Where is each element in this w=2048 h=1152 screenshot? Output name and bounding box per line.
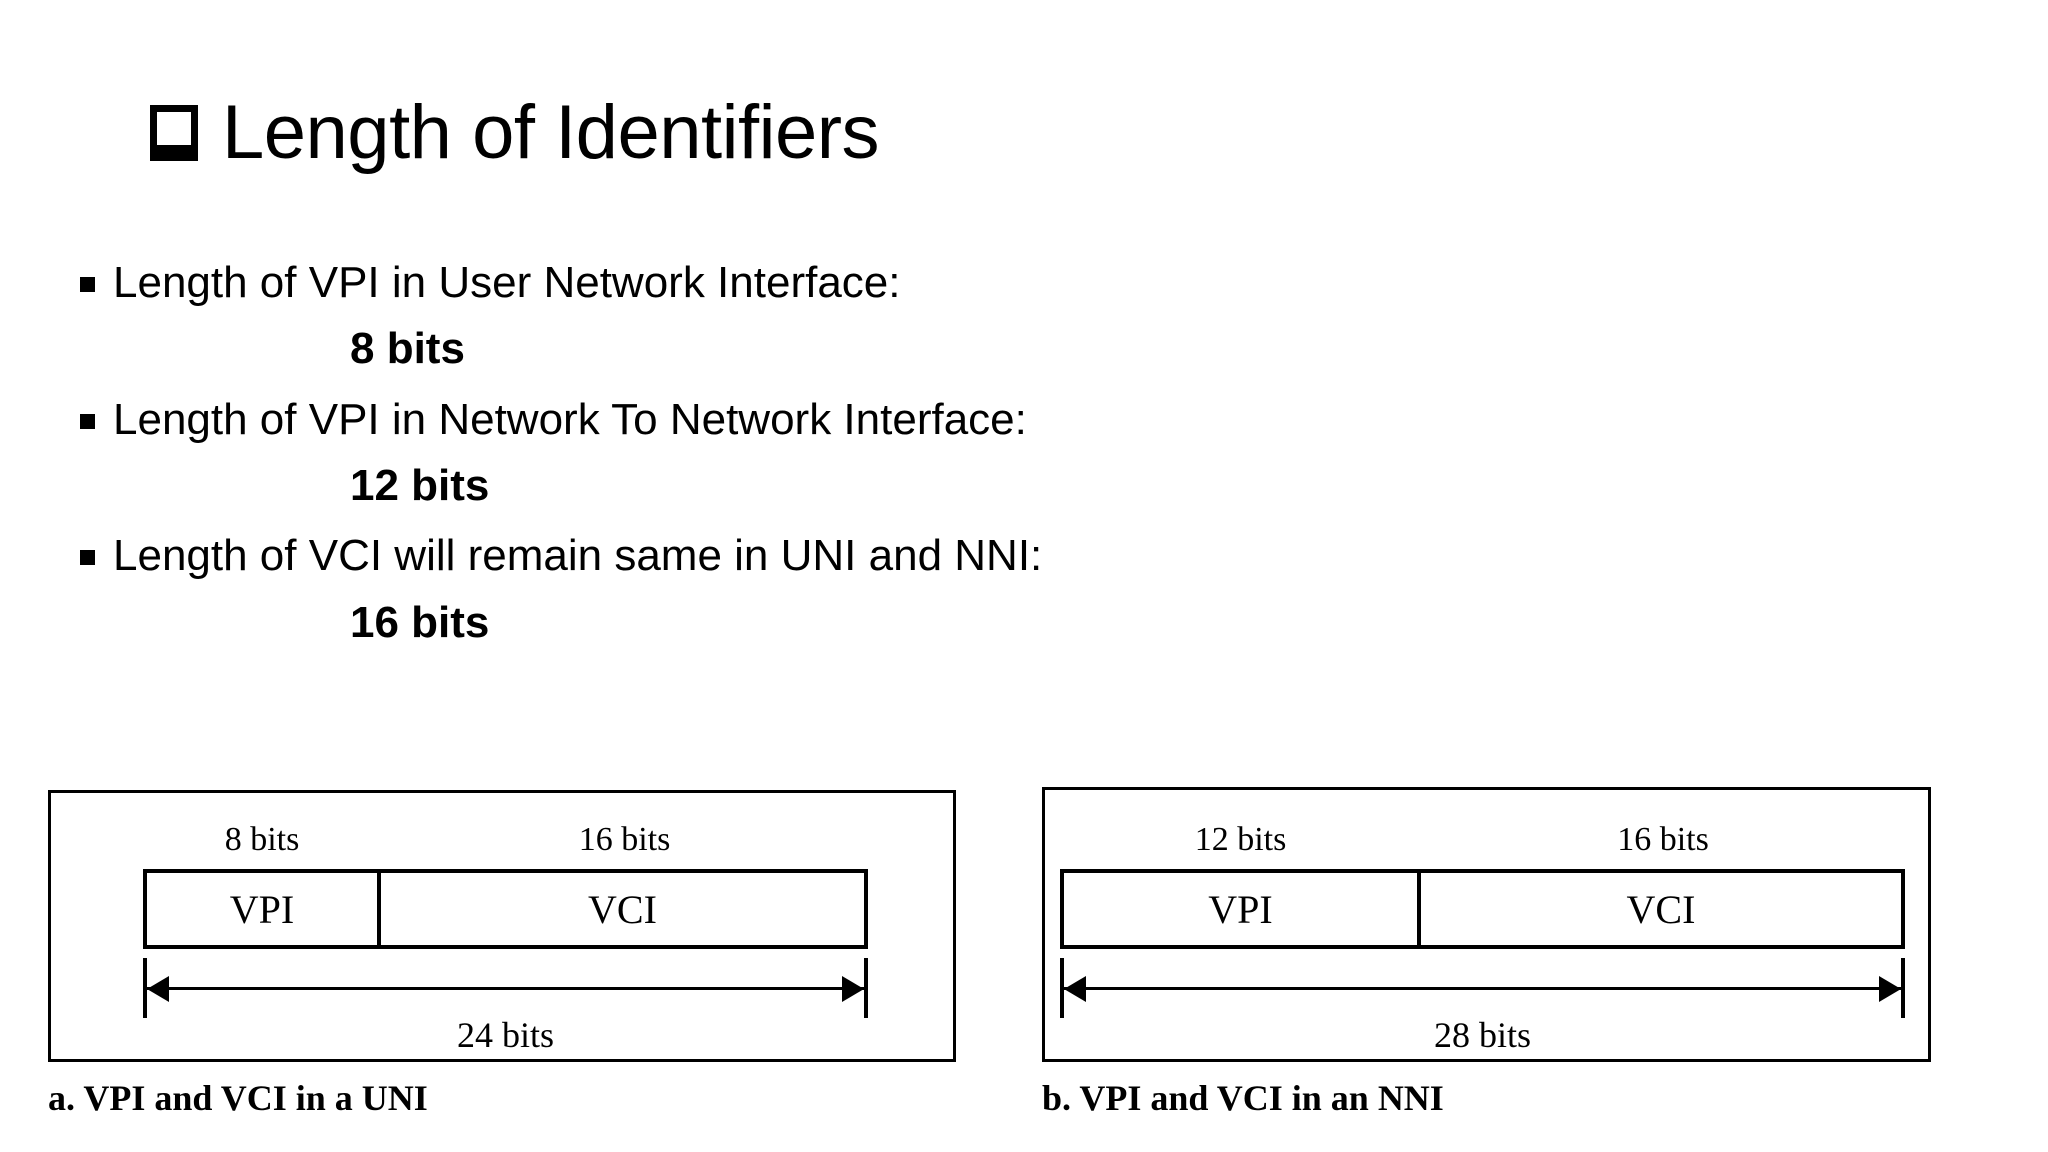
arrowhead-right-icon <box>842 976 864 1002</box>
dimension-tick-left <box>1060 958 1064 1018</box>
vci-bits-label: 16 bits <box>578 821 671 858</box>
arrowhead-left-icon <box>1064 976 1086 1002</box>
bullet-text: Length of VPI in User Network Interface: <box>113 258 901 307</box>
dimension-line <box>1064 987 1901 990</box>
total-width-dimension-uni: 24 bits <box>143 958 868 1055</box>
vpi-bits-label: 8 bits <box>224 821 300 858</box>
page-title-text: Length of Identifiers <box>222 90 880 175</box>
figure-caption-uni: a. VPI and VCI in a UNI <box>48 1078 428 1118</box>
field-row-uni: VPI VCI <box>143 869 868 949</box>
list-item: Length of VPI in User Network Interface: <box>80 255 1480 311</box>
total-width-dimension-nni: 28 bits <box>1060 958 1905 1055</box>
list-item: Length of VCI will remain same in UNI an… <box>80 528 1480 584</box>
bullet-text: Length of VPI in Network To Network Inte… <box>113 394 1027 444</box>
arrowhead-right-icon <box>1879 976 1901 1002</box>
square-bullet-icon <box>80 277 95 292</box>
square-bullet-icon <box>80 413 95 429</box>
bullet-text: Length of VCI will remain same in UNI an… <box>113 531 1043 581</box>
field-row-nni: VPI VCI <box>1060 869 1905 949</box>
total-bits-label: 28 bits <box>1433 1015 1531 1055</box>
page-title: Length of Identifiers <box>150 90 880 175</box>
dimension-tick-right <box>1901 958 1905 1018</box>
square-bullet-icon <box>80 550 95 566</box>
list-item: Length of VPI in Network To Network Inte… <box>80 392 1480 448</box>
figure-caption-nni: b. VPI and VCI in an NNI <box>1042 1078 1444 1118</box>
hollow-square-bullet-icon <box>150 105 198 161</box>
arrowhead-left-icon <box>147 976 169 1002</box>
vci-field: VCI <box>588 886 657 932</box>
vpi-field: VPI <box>1064 873 1421 945</box>
vci-bits-label: 16 bits <box>1617 821 1709 858</box>
bullet-value: 8 bits <box>350 324 465 374</box>
vpi-field: VPI <box>147 873 381 945</box>
figure-uni: 8 bits 16 bits VPI VCI 24 bits <box>48 790 956 1062</box>
figure-nni: 12 bits 16 bits VPI VCI 28 bits <box>1042 787 1931 1062</box>
bullet-value: 16 bits <box>350 597 490 647</box>
vpi-bits-label: 12 bits <box>1194 821 1287 858</box>
dimension-tick-left <box>143 958 147 1018</box>
dimension-line <box>147 987 864 990</box>
bullet-value: 12 bits <box>350 460 490 510</box>
vci-field: VCI <box>1626 886 1696 932</box>
dimension-tick-right <box>864 958 868 1018</box>
total-bits-label: 24 bits <box>456 1015 554 1055</box>
bullet-list: Length of VPI in User Network Interface:… <box>80 255 1480 665</box>
